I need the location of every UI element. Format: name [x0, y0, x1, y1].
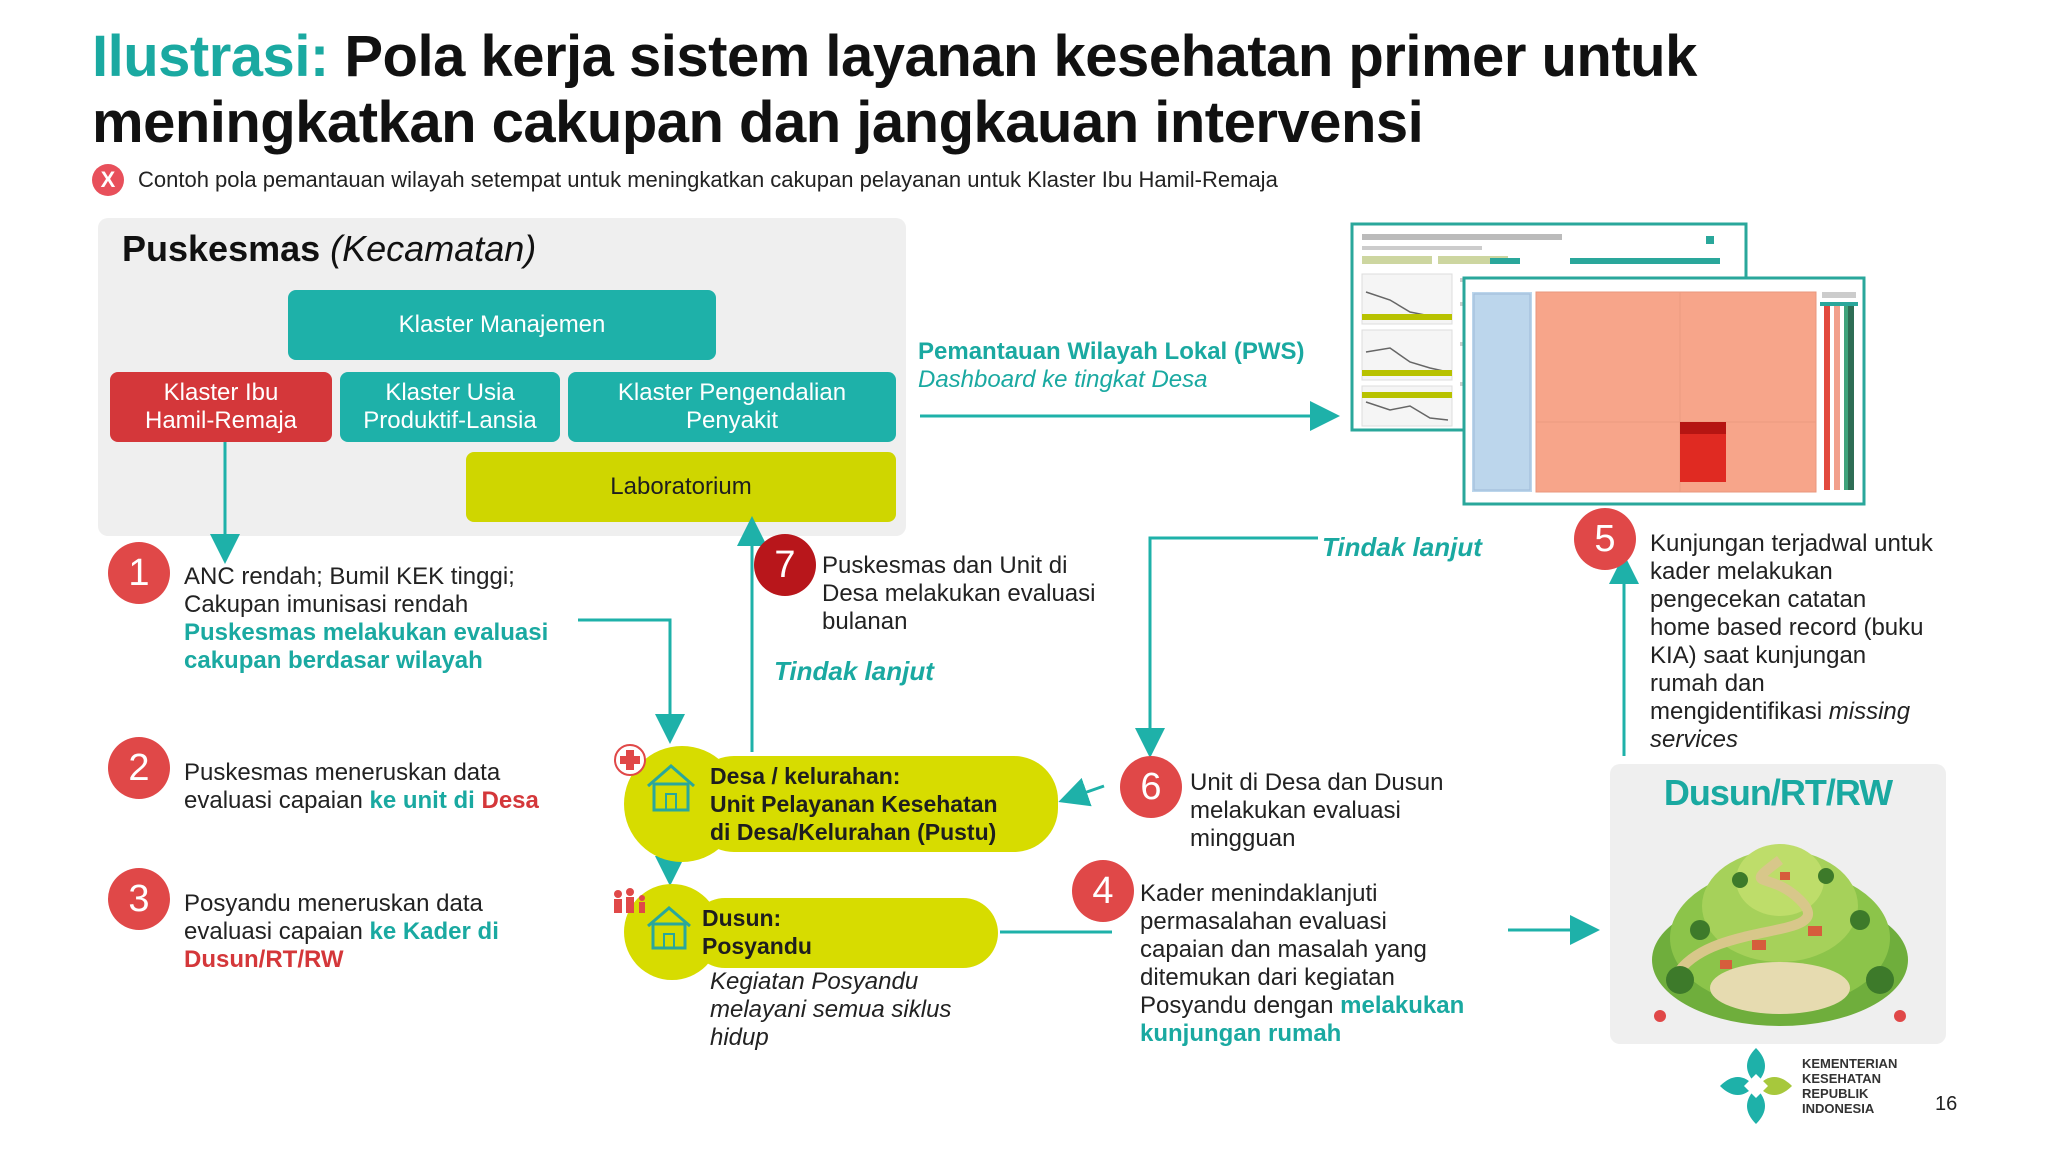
step-1-text: ANC rendah; Bumil KEK tinggi; Cakupan im… [184, 563, 548, 675]
kemenkes-logo-text: KEMENTERIAN KESEHATAN REPUBLIK INDONESIA [1802, 1056, 1897, 1116]
posyandu-desc2: melayani semua siklus [710, 996, 951, 1024]
arrow-step6-to-desa [1064, 786, 1104, 800]
step-2-line2a: evaluasi capaian [184, 787, 369, 814]
posyandu-text: Dusun: Posyandu [702, 904, 812, 960]
step-5-line2: kader melakukan [1650, 558, 1933, 586]
step-2-line2b: ke unit di [369, 787, 481, 814]
step-4-line1: Kader menindaklanjuti [1140, 880, 1464, 908]
step-2-badge: 2 [108, 737, 170, 799]
step-1-badge: 1 [108, 542, 170, 604]
step-4-line6: kunjungan rumah [1140, 1020, 1464, 1048]
step-5-line7a: mengidentifikasi [1650, 698, 1829, 725]
step-1-line4: cakupan berdasar wilayah [184, 647, 548, 675]
step-7-line1: Puskesmas dan Unit di [822, 552, 1095, 580]
step-2-line2c: Desa [481, 787, 538, 814]
tindak-lanjut-label-1: Tindak lanjut [774, 656, 934, 687]
step-2-line1: Puskesmas meneruskan data [184, 759, 539, 787]
arrow-step1-to-desa [578, 620, 670, 738]
house-icon [644, 762, 698, 812]
logo-line1: KEMENTERIAN [1802, 1056, 1897, 1071]
step-3-line2a: evaluasi capaian [184, 918, 369, 945]
step-4-badge: 4 [1072, 860, 1134, 922]
step-7-line3: bulanan [822, 608, 1095, 636]
posyandu-line1: Dusun: [702, 904, 812, 932]
logo-line4: INDONESIA [1802, 1101, 1897, 1116]
step-6-line1: Unit di Desa dan Dusun [1190, 769, 1443, 797]
logo-line3: REPUBLIK [1802, 1086, 1897, 1101]
village-illustration [1640, 820, 1920, 1034]
step-6-line2: melakukan evaluasi [1190, 797, 1443, 825]
desa-text: Desa / kelurahan: Unit Pelayanan Kesehat… [710, 762, 998, 846]
desa-line1: Desa / kelurahan: [710, 762, 998, 790]
arrow-step5-to-step6 [1150, 538, 1318, 752]
step-7-badge: 7 [754, 534, 816, 596]
step-1-line1: ANC rendah; Bumil KEK tinggi; [184, 563, 548, 591]
dusun-rt-rw-title: Dusun/RT/RW [1610, 772, 1946, 814]
step-2-text: Puskesmas meneruskan data evaluasi capai… [184, 759, 539, 815]
step-4-text: Kader menindaklanjuti permasalahan evalu… [1140, 880, 1464, 1048]
step-5-line4: home based record (buku [1650, 614, 1933, 642]
posyandu-desc1: Kegiatan Posyandu [710, 968, 951, 996]
logo-line2: KESEHATAN [1802, 1071, 1897, 1086]
health-cross-icon [612, 742, 648, 778]
step-5-line7b: missing [1829, 698, 1910, 725]
step-3-badge: 3 [108, 868, 170, 930]
desa-line3: di Desa/Kelurahan (Pustu) [710, 818, 998, 846]
tindak-lanjut-label-2: Tindak lanjut [1318, 532, 1486, 563]
step-1-line3: Puskesmas melakukan evaluasi [184, 619, 548, 647]
step-7-line2: Desa melakukan evaluasi [822, 580, 1095, 608]
posyandu-desc: Kegiatan Posyandu melayani semua siklus … [710, 968, 951, 1052]
step-6-badge: 6 [1120, 756, 1182, 818]
step-4-line5a: Posyandu dengan [1140, 992, 1340, 1019]
posyandu-desc3: hidup [710, 1024, 951, 1052]
step-4-line5b: melakukan [1340, 992, 1464, 1019]
step-6-line3: mingguan [1190, 825, 1443, 853]
step-5-line5: KIA) saat kunjungan [1650, 642, 1933, 670]
step-5-line6: rumah dan [1650, 670, 1933, 698]
step-5-text: Kunjungan terjadwal untuk kader melakuka… [1650, 530, 1933, 754]
step-5-line1: Kunjungan terjadwal untuk [1650, 530, 1933, 558]
posyandu-line2: Posyandu [702, 932, 812, 960]
step-3-line3: Dusun/RT/RW [184, 946, 499, 974]
house-icon [644, 904, 694, 952]
step-6-text: Unit di Desa dan Dusun melakukan evaluas… [1190, 769, 1443, 853]
step-4-line2: permasalahan evaluasi [1140, 908, 1464, 936]
desa-line2: Unit Pelayanan Kesehatan [710, 790, 998, 818]
step-5-line8: services [1650, 726, 1933, 754]
step-7-text: Puskesmas dan Unit di Desa melakukan eva… [822, 552, 1095, 636]
step-3-line2b: ke Kader di [369, 918, 498, 945]
step-3-line1: Posyandu meneruskan data [184, 890, 499, 918]
kemenkes-logo-icon [1716, 1044, 1796, 1128]
step-4-line3: capaian dan masalah yang [1140, 936, 1464, 964]
page-number: 16 [1935, 1093, 1957, 1116]
step-1-line2: Cakupan imunisasi rendah [184, 591, 548, 619]
step-3-text: Posyandu meneruskan data evaluasi capaia… [184, 890, 499, 974]
step-5-badge: 5 [1574, 508, 1636, 570]
family-icon [610, 886, 650, 916]
step-5-line3: pengecekan catatan [1650, 586, 1933, 614]
step-4-line4: ditemukan dari kegiatan [1140, 964, 1464, 992]
